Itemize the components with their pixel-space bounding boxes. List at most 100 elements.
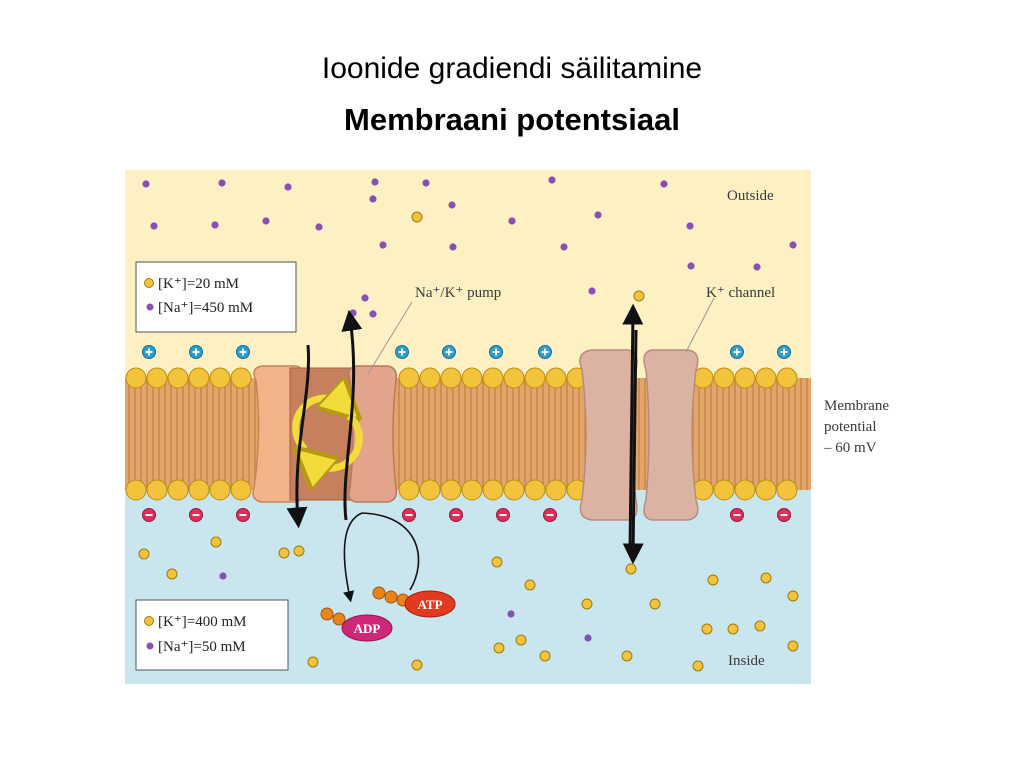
sodium-ion	[219, 572, 227, 580]
potassium-ion	[581, 598, 593, 610]
minus-charge-icon	[236, 508, 250, 522]
lipid-head	[524, 479, 546, 501]
membrane-potential-label-2: potential	[824, 419, 877, 435]
potassium-ion	[293, 545, 305, 557]
atp-label: ATP	[417, 597, 442, 612]
sodium-ion	[594, 211, 602, 219]
lipid-head	[188, 367, 210, 389]
potassium-ion	[539, 650, 551, 662]
potassium-ion	[307, 656, 319, 668]
atp-molecule: ATP	[372, 586, 456, 618]
inside-k-concentration: [K⁺]=400 mM	[158, 614, 246, 630]
sodium-ion	[789, 241, 797, 249]
potassium-ion	[493, 642, 505, 654]
sodium-ion	[548, 176, 556, 184]
positive-charges	[142, 345, 791, 359]
sodium-ion	[449, 243, 457, 251]
lipid-head	[461, 479, 483, 501]
inside-na-concentration: [Na⁺]=50 mM	[158, 639, 246, 655]
lipid-head	[440, 367, 462, 389]
sodium-ion	[369, 195, 377, 203]
lipid-head	[398, 367, 420, 389]
channel-label: K⁺ channel	[706, 285, 775, 301]
plus-charge-icon	[442, 345, 456, 359]
plus-charge-icon	[489, 345, 503, 359]
lipid-head	[713, 367, 735, 389]
sodium-potassium-pump	[252, 301, 420, 603]
plus-charge-icon	[730, 345, 744, 359]
minus-charge-icon	[543, 508, 557, 522]
potassium-ion	[621, 650, 633, 662]
potassium-ion	[787, 640, 799, 652]
lipid-head	[482, 479, 504, 501]
lipid-bilayer	[125, 367, 811, 501]
lipid-head	[776, 479, 798, 501]
lipid-head	[125, 367, 147, 389]
potassium-ion	[727, 623, 739, 635]
sodium-ion	[284, 183, 292, 191]
lipid-head	[524, 367, 546, 389]
lipid-head	[419, 367, 441, 389]
lipid-head	[503, 367, 525, 389]
lipid-head	[440, 479, 462, 501]
adp-label: ADP	[354, 621, 381, 636]
lipid-head	[146, 479, 168, 501]
lipid-head	[209, 479, 231, 501]
lipid-head	[419, 479, 441, 501]
slide-subtitle: Membraani potentsiaal	[344, 102, 680, 137]
potassium-ion	[707, 574, 719, 586]
sodium-ion	[211, 221, 219, 229]
sodium-ion	[315, 223, 323, 231]
lipid-head	[545, 367, 567, 389]
potassium-ion	[278, 547, 290, 559]
lipid-head	[209, 367, 231, 389]
outside-label: Outside	[727, 188, 774, 204]
sodium-ion	[349, 309, 357, 317]
sodium-ion	[660, 180, 668, 188]
lipid-head	[545, 479, 567, 501]
potassium-ion	[524, 579, 536, 591]
sodium-ion	[150, 222, 158, 230]
potassium-ion	[210, 536, 222, 548]
plus-charge-icon	[538, 345, 552, 359]
sodium-ion	[142, 180, 150, 188]
minus-charge-icon	[449, 508, 463, 522]
potassium-ion	[701, 623, 713, 635]
inside-concentration-box: [K⁺]=400 mM [Na⁺]=50 mM	[135, 599, 289, 671]
minus-charge-icon	[496, 508, 510, 522]
potassium-ion	[760, 572, 772, 584]
sodium-ion	[361, 294, 369, 302]
lipid-head	[713, 479, 735, 501]
lipid-head	[734, 479, 756, 501]
lipid-head	[230, 367, 252, 389]
sodium-ion	[369, 310, 377, 318]
lipid-head	[125, 479, 147, 501]
potassium-ion	[625, 563, 637, 575]
lipid-head	[230, 479, 252, 501]
potassium-ion	[411, 211, 423, 223]
sodium-ion	[588, 287, 596, 295]
sodium-ion	[379, 241, 387, 249]
sodium-ion	[508, 217, 516, 225]
membrane-potential-value: – 60 mV	[823, 440, 877, 456]
sodium-ion	[371, 178, 379, 186]
lipid-head	[188, 479, 210, 501]
sodium-ion	[584, 634, 592, 642]
plus-charge-icon	[189, 345, 203, 359]
plus-charge-icon	[395, 345, 409, 359]
negative-charges	[142, 508, 791, 522]
potassium-ion	[649, 598, 661, 610]
sodium-ion	[507, 610, 515, 618]
minus-charge-icon	[730, 508, 744, 522]
lipid-head	[503, 479, 525, 501]
sodium-ion	[686, 222, 694, 230]
lipid-head	[482, 367, 504, 389]
minus-charge-icon	[777, 508, 791, 522]
inside-label: Inside	[728, 653, 765, 669]
sodium-ion	[448, 201, 456, 209]
potassium-ion	[166, 568, 178, 580]
minus-charge-icon	[189, 508, 203, 522]
sodium-ion	[753, 263, 761, 271]
lipid-head	[776, 367, 798, 389]
